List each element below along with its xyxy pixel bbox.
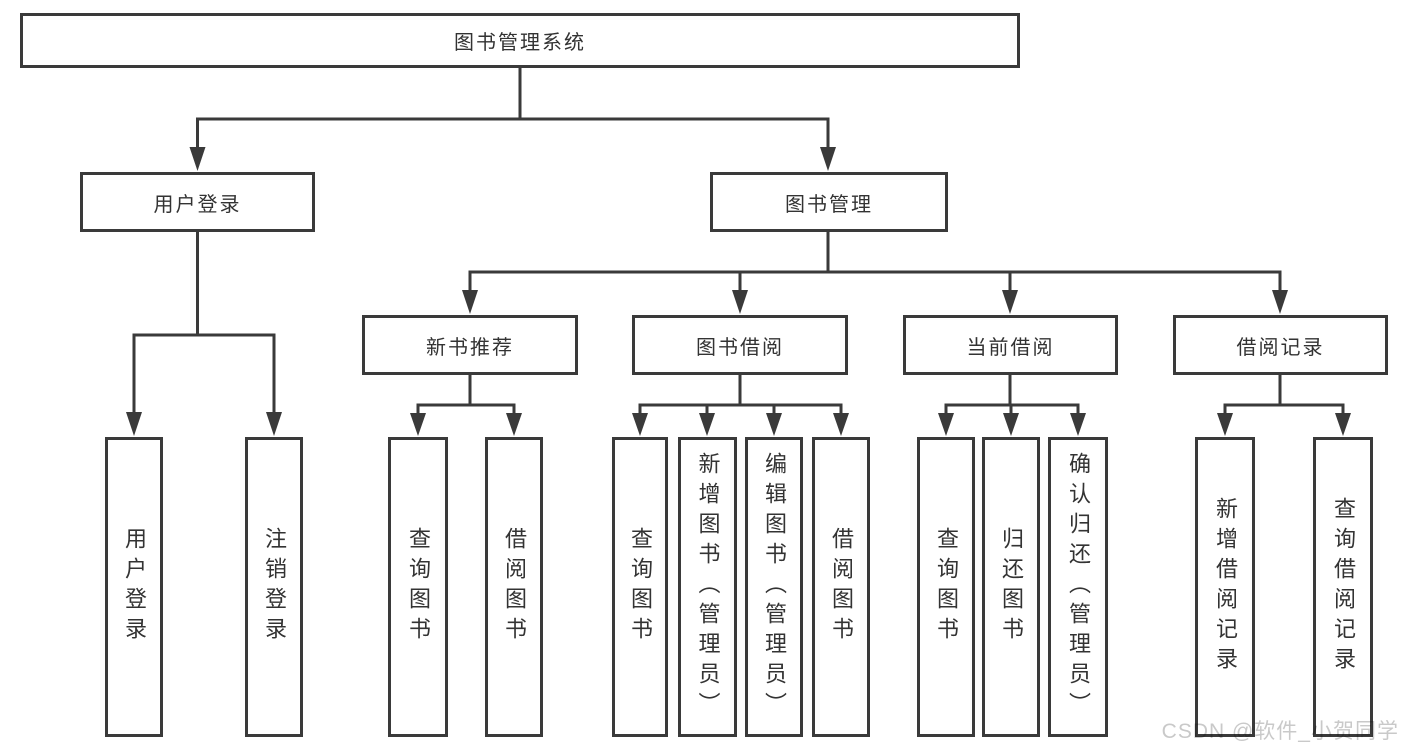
- arrowhead: [506, 413, 522, 436]
- node-leaf-nbr-borrow: 借阅图书: [485, 437, 543, 737]
- arrowhead: [732, 290, 748, 314]
- node-borrow-records: 借阅记录: [1173, 315, 1388, 375]
- arrowhead: [1002, 290, 1018, 314]
- node-leaf-br-add: 新增借阅记录: [1195, 437, 1255, 737]
- node-leaf-nbr-query: 查询图书: [388, 437, 448, 737]
- node-new-book-rec: 新书推荐: [362, 315, 578, 375]
- node-current-borrow: 当前借阅: [903, 315, 1118, 375]
- node-book-borrow: 图书借阅: [632, 315, 848, 375]
- arrowhead: [699, 413, 715, 436]
- node-user-login: 用户登录: [80, 172, 315, 232]
- arrowhead: [820, 147, 836, 171]
- node-book-mgmt: 图书管理: [710, 172, 948, 232]
- arrowhead: [833, 413, 849, 436]
- node-leaf-bb-query: 查询图书: [612, 437, 668, 737]
- node-root: 图书管理系统: [20, 13, 1020, 68]
- arrowhead: [410, 413, 426, 436]
- node-leaf-bb-borrow: 借阅图书: [812, 437, 870, 737]
- arrowhead: [462, 290, 478, 314]
- watermark: CSDN @软件_小贺同学: [1161, 720, 1399, 743]
- arrowhead: [126, 412, 142, 436]
- arrowhead: [1003, 413, 1019, 436]
- arrowhead: [1335, 413, 1351, 436]
- node-leaf-logout: 注销登录: [245, 437, 303, 737]
- node-leaf-user-login: 用户登录: [105, 437, 163, 737]
- arrowhead: [766, 413, 782, 436]
- node-leaf-br-query: 查询借阅记录: [1313, 437, 1373, 737]
- arrowhead: [1217, 413, 1233, 436]
- arrowhead: [938, 413, 954, 436]
- node-leaf-cb-confirm: 确认归还（管理员）: [1048, 437, 1108, 737]
- arrowhead: [1272, 290, 1288, 314]
- node-leaf-bb-edit: 编辑图书（管理员）: [745, 437, 803, 737]
- arrowhead: [266, 412, 282, 436]
- node-leaf-bb-add: 新增图书（管理员）: [678, 437, 737, 737]
- arrowhead: [1070, 413, 1086, 436]
- node-leaf-cb-query: 查询图书: [917, 437, 975, 737]
- node-leaf-cb-return: 归还图书: [982, 437, 1040, 737]
- arrowheads: [126, 147, 1351, 436]
- arrowhead: [189, 147, 206, 171]
- arrowhead: [632, 413, 648, 436]
